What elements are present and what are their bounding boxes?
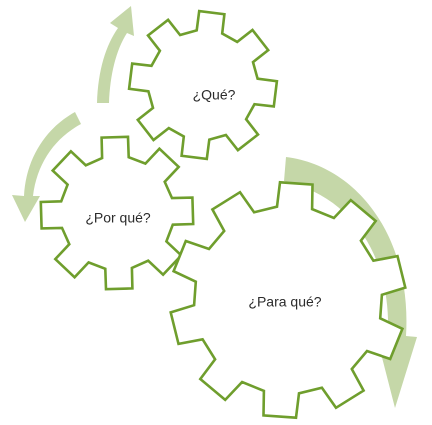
gear-para-que-label: ¿Para qué? [248,294,321,310]
gear-para-que: ¿Para qué? [169,180,407,420]
gear-por-que-label: ¿Por qué? [85,210,151,226]
gear-que: ¿Qué? [127,9,279,161]
gear-por-que: ¿Por qué? [39,135,195,291]
gear-para-que-outline [169,180,407,420]
arrow-up-top-left [97,6,134,103]
gear-que-label: ¿Qué? [193,87,236,103]
gear-por-que-outline [39,135,195,291]
gear-que-outline [127,9,279,161]
arrow-left-down [12,112,81,222]
